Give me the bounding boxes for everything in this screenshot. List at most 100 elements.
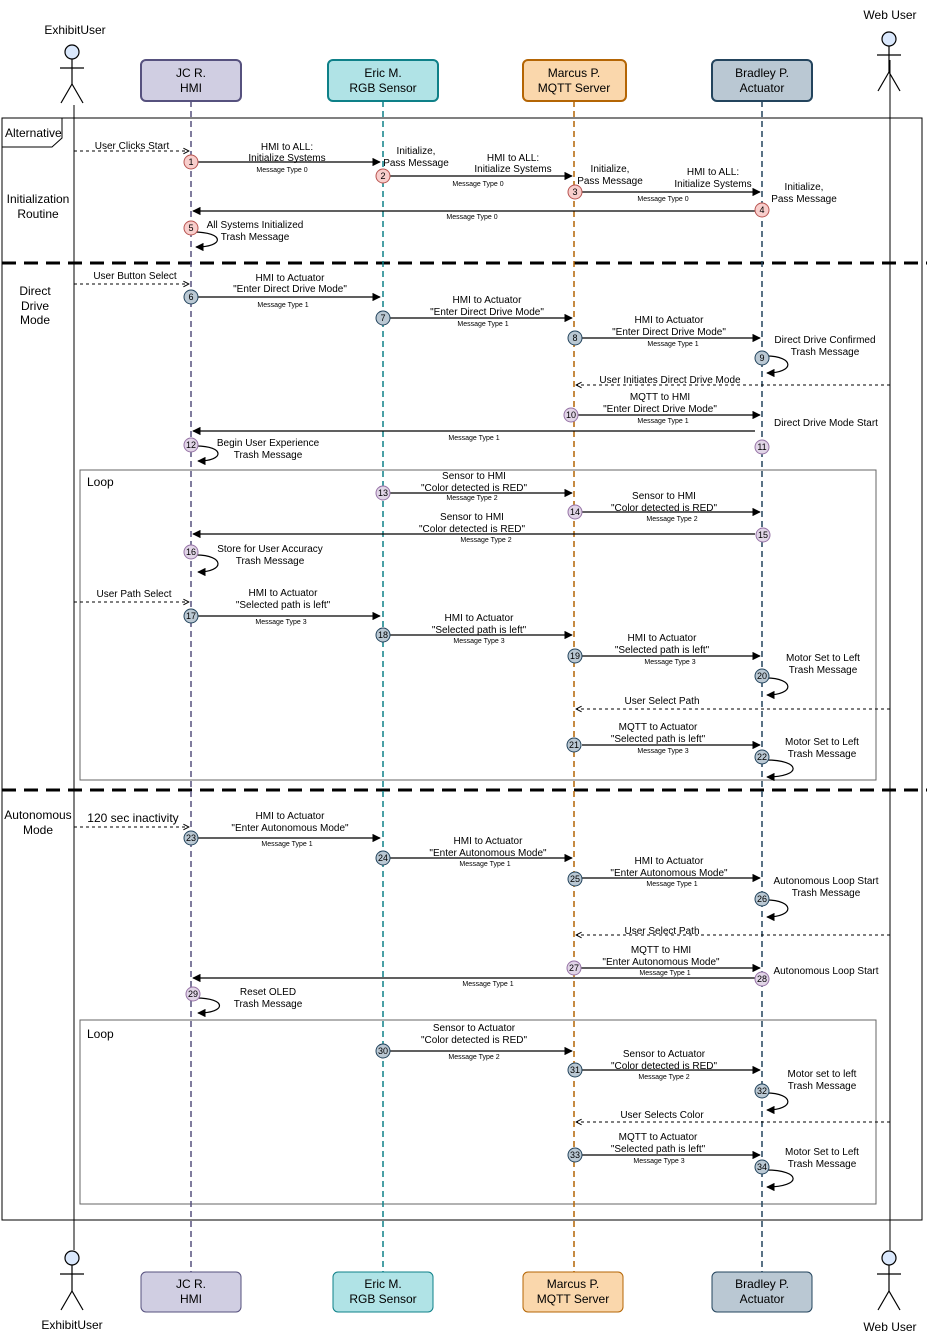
svg-text:Message Type 3: Message Type 3 <box>255 619 306 626</box>
svg-text:6: 6 <box>188 292 193 302</box>
svg-text:HMI: HMI <box>180 81 202 95</box>
svg-text:14: 14 <box>570 507 580 517</box>
actuator-header-bottom: Bradley P. Actuator <box>711 1271 813 1313</box>
step-marker: 11 <box>754 439 770 455</box>
self-message-arrow <box>765 355 789 378</box>
step-marker: 21 <box>566 737 582 753</box>
step-marker: 18 <box>375 627 391 643</box>
svg-text:28: 28 <box>757 974 767 984</box>
step-marker: 32 <box>754 1083 770 1099</box>
svg-text:Pass Message: Pass Message <box>577 176 643 187</box>
svg-text:MQTT to HMI: MQTT to HMI <box>631 945 691 956</box>
self-message-arrow <box>765 1092 789 1115</box>
svg-text:Motor set to left: Motor set to left <box>788 1069 857 1080</box>
svg-text:JC R.: JC R. <box>176 66 206 80</box>
svg-text:Trash Message: Trash Message <box>788 1159 857 1170</box>
svg-text:Mode: Mode <box>20 313 50 327</box>
svg-text:Initialize,: Initialize, <box>785 182 824 193</box>
svg-text:Message Type 0: Message Type 0 <box>446 214 497 221</box>
svg-text:HMI to Actuator: HMI to Actuator <box>249 588 319 599</box>
svg-text:Direct Drive Confirmed: Direct Drive Confirmed <box>774 335 875 346</box>
svg-text:Sensor to HMI: Sensor to HMI <box>440 512 504 523</box>
svg-text:"Selected path is left": "Selected path is left" <box>611 1144 706 1155</box>
exhibit-user-label-top: ExhibitUser <box>44 23 105 37</box>
svg-text:HMI to Actuator: HMI to Actuator <box>635 315 705 326</box>
svg-text:Message Type 2: Message Type 2 <box>448 1054 499 1061</box>
svg-text:Routine: Routine <box>17 207 59 221</box>
svg-text:"Color detected is RED": "Color detected is RED" <box>421 483 527 494</box>
svg-text:Trash Message: Trash Message <box>788 749 857 760</box>
svg-text:Begin User Experience: Begin User Experience <box>217 438 320 449</box>
svg-text:Direct Drive Mode Start: Direct Drive Mode Start <box>774 418 878 429</box>
svg-text:5: 5 <box>188 223 193 233</box>
self-message-arrow <box>765 677 789 700</box>
svg-text:Message Type 1: Message Type 1 <box>459 861 510 868</box>
svg-text:Initialize,: Initialize, <box>397 146 436 157</box>
step-marker: 27 <box>566 960 582 976</box>
svg-text:Eric M.: Eric M. <box>364 1277 401 1291</box>
svg-text:7: 7 <box>380 313 385 323</box>
svg-text:Mode: Mode <box>23 823 53 837</box>
svg-text:32: 32 <box>757 1086 767 1096</box>
svg-text:4: 4 <box>759 205 764 215</box>
svg-text:"Selected path is left": "Selected path is left" <box>236 600 331 611</box>
step-marker: 20 <box>754 668 770 684</box>
svg-text:Pass Message: Pass Message <box>383 158 449 169</box>
svg-text:Initialize,: Initialize, <box>591 164 630 175</box>
svg-text:"Color detected is RED": "Color detected is RED" <box>421 1035 527 1046</box>
svg-text:Pass Message: Pass Message <box>771 194 837 205</box>
svg-text:Message Type 2: Message Type 2 <box>646 516 697 523</box>
svg-text:Trash Message: Trash Message <box>789 665 858 676</box>
web-select-color-label: User Selects Color <box>620 1110 704 1121</box>
svg-text:2: 2 <box>380 171 385 181</box>
self-message-arrow <box>192 231 218 252</box>
svg-text:34: 34 <box>757 1162 767 1172</box>
rgb-sensor-box <box>327 59 439 102</box>
init-messages <box>192 157 761 216</box>
svg-text:Trash Message: Trash Message <box>221 232 290 243</box>
svg-text:MQTT Server: MQTT Server <box>537 1292 609 1306</box>
svg-text:"Enter Autonomous Mode": "Enter Autonomous Mode" <box>231 823 349 834</box>
web-user-label-bottom: Web User <box>863 1320 916 1334</box>
step-marker: 8 <box>567 330 583 346</box>
step-marker: 2 <box>375 168 391 184</box>
svg-text:"Selected path is left": "Selected path is left" <box>615 645 710 656</box>
svg-text:Trash Message: Trash Message <box>234 999 303 1010</box>
svg-text:Initialize Systems: Initialize Systems <box>674 179 751 190</box>
step-marker: 1 <box>183 154 199 170</box>
step-marker: 34 <box>754 1159 770 1175</box>
svg-text:"Color detected is RED": "Color detected is RED" <box>611 503 717 514</box>
svg-text:Marcus P.: Marcus P. <box>548 66 600 80</box>
svg-text:10: 10 <box>566 410 576 420</box>
svg-text:Message Type 3: Message Type 3 <box>637 748 688 755</box>
svg-text:"Enter Direct Drive Mode": "Enter Direct Drive Mode" <box>430 307 544 318</box>
svg-text:Message Type 1: Message Type 1 <box>462 981 513 988</box>
svg-text:18: 18 <box>378 630 388 640</box>
svg-text:Bradley P.: Bradley P. <box>735 66 789 80</box>
inactivity-label: 120 sec inactivity <box>87 811 178 825</box>
svg-text:MQTT Server: MQTT Server <box>538 81 610 95</box>
svg-text:Message Type 2: Message Type 2 <box>460 537 511 544</box>
step-marker: 22 <box>754 749 770 765</box>
svg-text:Trash Message: Trash Message <box>788 1081 857 1092</box>
svg-text:Message Type 0: Message Type 0 <box>256 167 307 174</box>
svg-text:Message Type 2: Message Type 2 <box>638 1074 689 1081</box>
svg-text:Initialize Systems: Initialize Systems <box>248 153 325 164</box>
init-message-labels: HMI to ALL: Initialize Systems Message T… <box>207 142 838 243</box>
svg-text:HMI: HMI <box>180 1292 202 1306</box>
svg-text:15: 15 <box>758 530 768 540</box>
svg-text:Message Type 0: Message Type 0 <box>637 196 688 203</box>
svg-text:"Enter Autonomous Mode": "Enter Autonomous Mode" <box>602 957 720 968</box>
step-marker: 7 <box>375 310 391 326</box>
svg-text:Message Type 1: Message Type 1 <box>646 881 697 888</box>
autonomous-messages <box>192 833 761 983</box>
svg-text:Message Type 3: Message Type 3 <box>453 638 504 645</box>
user-clicks-start-label: User Clicks Start <box>95 141 170 152</box>
svg-text:"Color detected is RED": "Color detected is RED" <box>611 1061 717 1072</box>
web-user-actor-top <box>877 31 901 92</box>
exhibit-user-actor-top <box>60 44 84 104</box>
svg-text:JC R.: JC R. <box>176 1277 206 1291</box>
svg-text:"Enter Direct Drive Mode": "Enter Direct Drive Mode" <box>612 327 726 338</box>
svg-text:9: 9 <box>759 353 764 363</box>
